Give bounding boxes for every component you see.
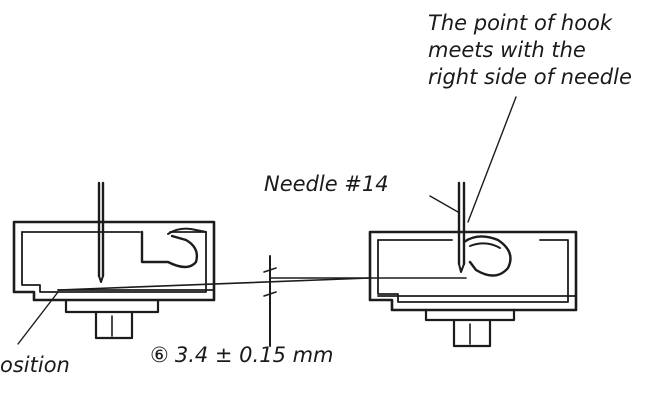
position-label: osition xyxy=(0,353,70,377)
dimension-value: 3.4 ± 0.15 mm xyxy=(174,343,334,367)
hook-point-line-1: The point of hook xyxy=(428,11,613,35)
dimension-number: ⑥ xyxy=(150,343,169,367)
right-hook-outer-housing xyxy=(368,230,578,312)
hook-point-callout: The point of hook meets with the right s… xyxy=(428,10,632,91)
left-needle-point xyxy=(98,275,104,283)
right-hook-body xyxy=(462,235,512,277)
right-hook-shaft xyxy=(452,318,492,348)
left-hook-assembly xyxy=(12,181,216,340)
needle-leader-line xyxy=(429,195,459,213)
dimension-tick-lower xyxy=(263,291,277,297)
needle-label: Needle #14 xyxy=(264,172,389,196)
hook-point-line-2: meets with the xyxy=(428,38,586,62)
dimension-tick-upper xyxy=(263,267,277,273)
dimension-reference-line-left xyxy=(57,277,371,291)
left-hook-shaft xyxy=(94,310,134,340)
dimension-marker xyxy=(57,255,467,347)
position-leader-line xyxy=(17,291,59,345)
right-hook-assembly xyxy=(368,181,578,348)
left-hook-inner-housing xyxy=(21,231,207,293)
hook-point-leader-line xyxy=(467,96,517,223)
hook-point-line-3: right side of needle xyxy=(428,65,632,89)
left-hook-outer-housing xyxy=(12,220,216,302)
left-hook-body xyxy=(140,230,199,269)
right-hook-inner-housing xyxy=(377,239,569,303)
right-needle-point xyxy=(458,263,465,273)
right-hook-base xyxy=(424,308,516,322)
left-hook-tip xyxy=(167,227,207,235)
right-hook-tip xyxy=(469,242,501,249)
left-hook-base xyxy=(64,298,160,314)
